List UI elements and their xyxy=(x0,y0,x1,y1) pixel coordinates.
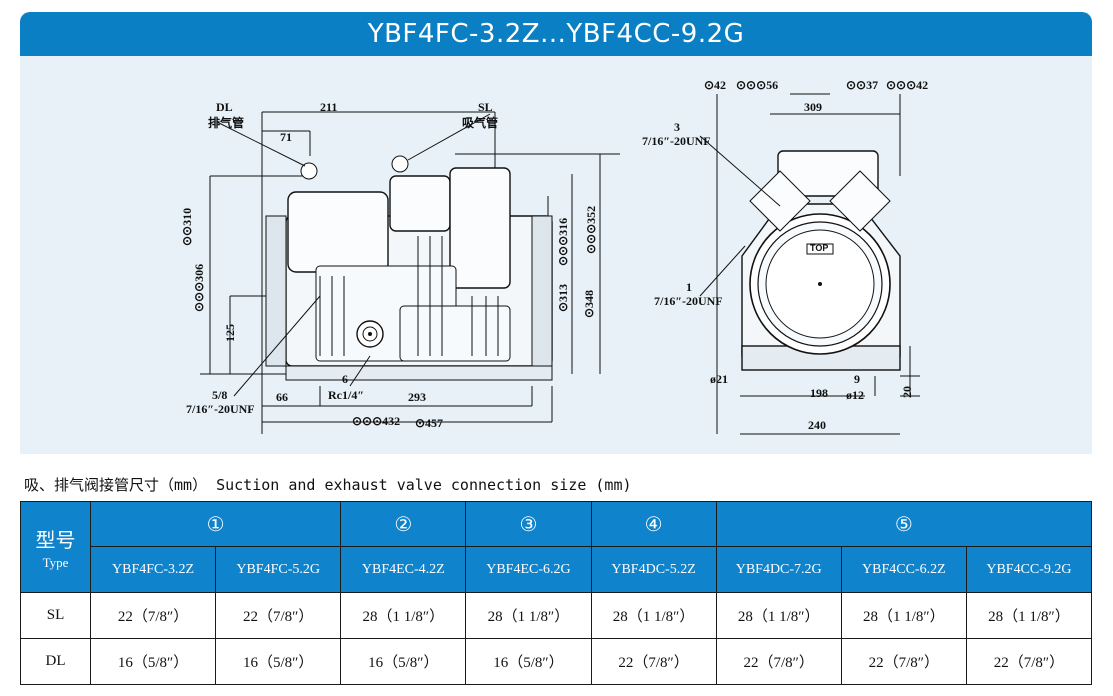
dim-1: 1 xyxy=(686,280,692,294)
table-cell: 16（5/8″） xyxy=(465,638,592,685)
dim-316: ⊙⊙⊙316 xyxy=(556,217,570,266)
table-cell: 16（5/8″） xyxy=(89,638,217,685)
dim-5-8: 5/8 xyxy=(212,388,228,402)
group-header-2: ② xyxy=(340,501,467,547)
dim-6: 6 xyxy=(342,372,348,386)
dim-42-b: ⊙⊙⊙42 xyxy=(886,78,929,92)
dim-9: 9 xyxy=(854,372,860,386)
table-caption: 吸、排气阀接管尺寸（mm） Suction and exhaust valve … xyxy=(24,476,632,494)
table-row-sl: SL 22（7/8″） 22（7/8″） 28（1 1/8″） 28（1 1/8… xyxy=(20,592,1093,639)
dim-20: 20 xyxy=(900,386,914,398)
dim-rc14: Rc1/4″ xyxy=(328,388,364,402)
group-header-5: ⑤ xyxy=(715,501,1093,547)
dim-457: ⊙457 xyxy=(415,416,444,430)
row-label-sl: SL xyxy=(20,592,91,639)
table-cell: 22（7/8″） xyxy=(965,638,1093,685)
page-title: YBF4FC-3.2Z...YBF4CC-9.2G xyxy=(20,12,1092,56)
table-header-row-groups: 型号 Type ① ② ③ ④ ⑤ xyxy=(20,501,1093,593)
dim-7-16-unf-upper: 7/16″-20UNF xyxy=(642,134,711,148)
group-header-4: ④ xyxy=(590,501,717,547)
model-header: YBF4EC-6.2G xyxy=(465,546,592,593)
table-cell: 16（5/8″） xyxy=(340,638,467,685)
dim-348: ⊙348 xyxy=(582,289,596,318)
table-cell: 22（7/8″） xyxy=(89,592,217,639)
model-header: YBF4EC-4.2Z xyxy=(340,546,467,593)
model-header: YBF4FC-3.2Z xyxy=(89,546,217,593)
dim-293: 293 xyxy=(408,390,426,404)
dim-3: 3 xyxy=(674,120,680,134)
dim-352: ⊙⊙⊙352 xyxy=(584,205,598,254)
table-header-row-models: YBF4FC-3.2Z YBF4FC-5.2G YBF4EC-4.2Z YBF4… xyxy=(21,546,1093,593)
compressor-dimension-drawing: DL 排气管 SL 吸气管 211 71 ⊙⊙310 ⊙⊙⊙306 125 ⊙3… xyxy=(20,56,1092,454)
group-header-1: ① xyxy=(89,501,342,547)
dim-240: 240 xyxy=(808,418,826,432)
table-cell: 28（1 1/8″） xyxy=(590,592,717,639)
sl-label: SL xyxy=(478,100,493,114)
table-cell: 22（7/8″） xyxy=(215,592,342,639)
model-header: YBF4FC-5.2G xyxy=(215,546,342,593)
group-header-3: ③ xyxy=(465,501,592,547)
table-cell: 22（7/8″） xyxy=(840,638,967,685)
table-cell: 22（7/8″） xyxy=(590,638,717,685)
top-mark: TOP xyxy=(810,243,829,253)
dim-66: 66 xyxy=(276,390,288,404)
dl-cn-label: 排气管 xyxy=(208,116,245,130)
row-label-dl: DL xyxy=(20,638,91,685)
dl-label: DL xyxy=(216,100,233,114)
model-header: YBF4CC-6.2Z xyxy=(840,546,967,593)
table-cell: 28（1 1/8″） xyxy=(965,592,1093,639)
table-cell: 28（1 1/8″） xyxy=(465,592,592,639)
dim-432: ⊙⊙⊙432 xyxy=(352,414,401,428)
dim-310: ⊙⊙310 xyxy=(180,207,194,246)
table-cell: 28（1 1/8″） xyxy=(340,592,467,639)
dim-309: 309 xyxy=(804,100,822,114)
type-header-en: Type xyxy=(42,554,69,570)
table-cell: 28（1 1/8″） xyxy=(840,592,967,639)
dim-12: ø12 xyxy=(846,388,864,402)
dim-211: 211 xyxy=(320,100,338,114)
model-header: YBF4DC-5.2Z xyxy=(590,546,717,593)
model-header: YBF4DC-7.2G xyxy=(715,546,842,593)
dim-7-16-unf-lower: 7/16″-20UNF xyxy=(654,294,723,308)
dim-21: ø21 xyxy=(710,372,728,386)
connection-size-table: 型号 Type ① ② ③ ④ ⑤ YBF4FC-3.2Z YBF4FC-5.2… xyxy=(20,501,1093,685)
dim-198: 198 xyxy=(810,386,828,400)
dim-7-16-unf-left: 7/16″-20UNF xyxy=(186,402,255,416)
dim-313: ⊙313 xyxy=(556,283,570,312)
table-cell: 16（5/8″） xyxy=(215,638,342,685)
table-row-dl: DL 16（5/8″） 16（5/8″） 16（5/8″） 16（5/8″） 2… xyxy=(20,638,1093,685)
dim-306: ⊙⊙⊙306 xyxy=(192,263,206,312)
dim-56: ⊙⊙⊙56 xyxy=(736,78,779,92)
type-header-cell: 型号 Type xyxy=(20,501,91,593)
table-cell: 22（7/8″） xyxy=(715,638,842,685)
technical-drawing xyxy=(200,93,920,435)
dim-125: 125 xyxy=(223,324,237,342)
dim-71: 71 xyxy=(280,130,292,144)
model-header: YBF4CC-9.2G xyxy=(965,546,1093,593)
table-cell: 28（1 1/8″） xyxy=(715,592,842,639)
dim-37: ⊙⊙37 xyxy=(846,78,879,92)
sl-cn-label: 吸气管 xyxy=(462,116,499,130)
type-header-cn: 型号 xyxy=(35,529,76,552)
dim-42-a: ⊙42 xyxy=(704,78,727,92)
